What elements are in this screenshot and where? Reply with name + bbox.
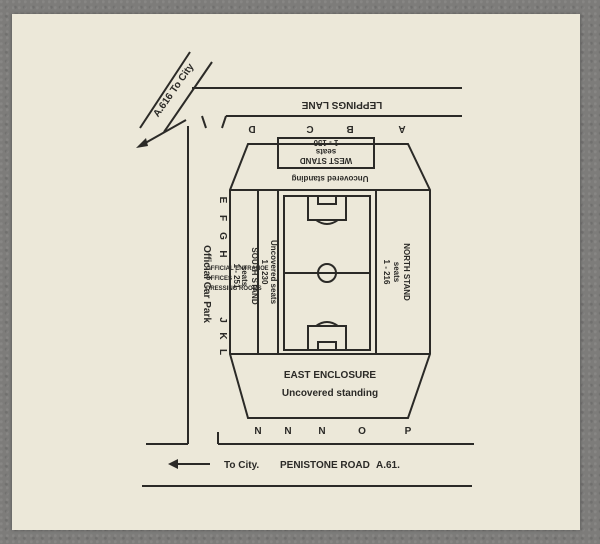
gate-c: C bbox=[306, 123, 313, 134]
east-standing-label: Uncovered standing bbox=[282, 388, 378, 399]
arrow-a616 bbox=[139, 119, 187, 147]
gate-e: E bbox=[217, 197, 228, 204]
centre-circle bbox=[317, 263, 337, 283]
road-a616-inner bbox=[163, 61, 213, 133]
gate-j: J bbox=[217, 317, 228, 323]
ground-plan: LEPPINGS LANE A.616 To City To City. PEN… bbox=[136, 51, 474, 487]
gate-p: P bbox=[405, 426, 412, 437]
road-a616-outer bbox=[139, 51, 191, 129]
south-stand-seats: seats bbox=[240, 266, 249, 287]
south-stand-label: SOUTH STAND bbox=[250, 247, 259, 304]
leppings-lane-label: LEPPINGS LANE bbox=[301, 99, 382, 110]
official-entrance-label: OFFICIAL ENTRANCE bbox=[206, 266, 269, 272]
ground-outline bbox=[229, 143, 431, 419]
gate-a: A bbox=[398, 123, 405, 134]
gate-o: O bbox=[358, 426, 366, 437]
north-stand-label: NORTH STAND bbox=[402, 243, 411, 301]
a61-label: A.61. bbox=[376, 460, 400, 471]
west-standing-label: Uncovered standing bbox=[291, 174, 368, 183]
gate-d: D bbox=[248, 123, 255, 134]
uncovered-seats-range: 1 - 230 bbox=[260, 260, 269, 285]
south-stand-range: 1 - 251 bbox=[232, 264, 241, 289]
west-stand-label: WEST STAND bbox=[300, 156, 353, 165]
penistone-road-label: PENISTONE ROAD bbox=[280, 460, 370, 471]
car-park-label: Official Car Park bbox=[201, 245, 212, 323]
offices-label: OFFICES bbox=[206, 276, 232, 282]
gate-n1: N bbox=[254, 426, 261, 437]
to-city-label: To City. bbox=[224, 460, 259, 471]
east-enclosure-label: EAST ENCLOSURE bbox=[284, 370, 377, 381]
ticket-card: LEPPINGS LANE A.616 To City To City. PEN… bbox=[12, 14, 580, 530]
gate-l: L bbox=[217, 349, 228, 355]
north-stand-seats: seats bbox=[392, 262, 401, 283]
gate-k: K bbox=[217, 332, 228, 340]
gate-b: B bbox=[346, 123, 353, 134]
west-stand-box bbox=[277, 137, 375, 169]
gate-g: G bbox=[217, 232, 228, 240]
west-stand-range: 1 - 150 bbox=[313, 138, 338, 147]
west-stand-seats: seats bbox=[315, 147, 336, 156]
north-stand-range: 1 - 216 bbox=[382, 260, 391, 285]
gate-n2: N bbox=[284, 426, 291, 437]
uncovered-seats-label: Uncovered seats bbox=[269, 240, 278, 305]
gate-h: H bbox=[217, 250, 228, 257]
gate-n3: N bbox=[318, 426, 325, 437]
dressing-rooms-label: DRESSING ROOMS bbox=[206, 286, 262, 292]
a616-label: A.616 To City bbox=[151, 61, 196, 119]
gate-f: F bbox=[217, 215, 228, 221]
